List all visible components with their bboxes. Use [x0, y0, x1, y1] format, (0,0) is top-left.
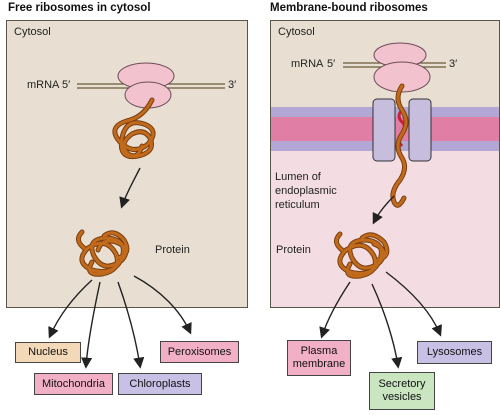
- protein-label-left: Protein: [155, 244, 190, 256]
- cytosol-label-left: Cytosol: [14, 26, 51, 38]
- mrna-3prime-left: 3′: [228, 79, 237, 91]
- protein-label-right: Protein: [276, 244, 311, 256]
- cytosol-label-right: Cytosol: [278, 26, 315, 38]
- folded-protein-left: [76, 229, 130, 277]
- mrna-5prime-right: 5′: [327, 58, 336, 70]
- arrow-to-lysosomes: [385, 271, 442, 337]
- arrow-to-mitochondria: [81, 281, 101, 369]
- mitochondria-box: Mitochondria: [34, 373, 113, 395]
- arrow-to-chloroplasts: [117, 281, 145, 369]
- mrna-label-left: mRNA: [27, 79, 60, 91]
- mrna-label-right: mRNA: [291, 58, 324, 70]
- translocon-channel: [372, 98, 432, 162]
- arrow-to-peroxisomes: [133, 275, 192, 335]
- plasma-membrane-box: Plasma membrane: [287, 340, 351, 376]
- ribosome-left: [117, 62, 175, 109]
- er-lumen-label: Lumen of endoplasmic reticulum: [275, 171, 337, 211]
- peroxisomes-box: Peroxisomes: [160, 341, 239, 363]
- mrna-5prime-left: 5′: [62, 79, 71, 91]
- arrow-to-secretory-vesicles: [371, 283, 403, 369]
- arrow-to-nucleus: [48, 279, 93, 339]
- nucleus-box: Nucleus: [15, 342, 81, 363]
- arrow-to-protein-right: [372, 195, 395, 225]
- lysosomes-box: Lysosomes: [417, 341, 492, 364]
- folded-protein-right: [334, 231, 390, 279]
- free-ribosomes-heading: Free ribosomes in cytosol: [8, 2, 151, 14]
- chloroplasts-box: Chloroplasts: [118, 373, 202, 395]
- arrow-to-protein-left: [119, 167, 141, 209]
- secretory-vesicles-box: Secretory vesicles: [369, 372, 435, 410]
- ribosome-right: [373, 42, 431, 93]
- arrow-to-plasma-membrane: [319, 281, 351, 339]
- mrna-3prime-right: 3′: [449, 58, 458, 70]
- membrane-ribosomes-heading: Membrane-bound ribosomes: [270, 2, 428, 14]
